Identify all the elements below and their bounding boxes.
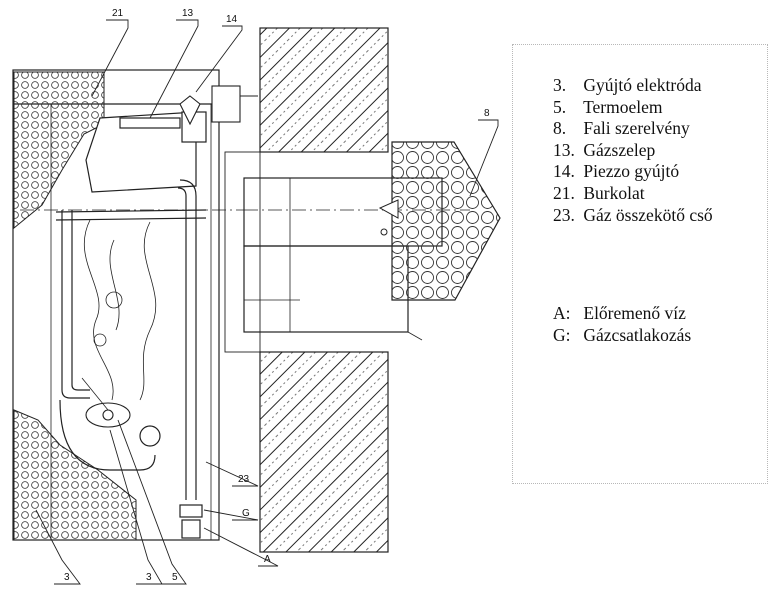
leader-lines — [35, 19, 499, 585]
callout-23: 23 — [238, 474, 250, 485]
callout-14: 14 — [226, 14, 238, 25]
connections-legend: A: Előremenő víz G: Gázcsatlakozás — [553, 303, 691, 346]
callout-8: 8 — [484, 108, 490, 119]
flame-chamber — [84, 219, 157, 401]
flue-tube — [20, 177, 470, 341]
burner-electrode — [81, 377, 131, 428]
wall-terminal-grille — [391, 141, 501, 301]
legend-item: 14. Piezzo gyújtó — [553, 161, 680, 182]
legend-item: G: Gázcsatlakozás — [553, 324, 692, 345]
insulation-bottom — [13, 409, 137, 541]
callout-21: 21 — [112, 8, 124, 19]
legend-item: 21. Burkolat — [553, 182, 645, 203]
callout-3-center: 3 — [146, 572, 152, 583]
callout-a: A — [264, 554, 271, 565]
parts-legend: 3. Gyújtó elektróda 5. Termoelem 8. Fali… — [553, 75, 713, 226]
piezo-igniter — [179, 85, 258, 126]
legend-item: 5. Termoelem — [553, 96, 663, 117]
legend-item: A: Előremenő víz — [553, 303, 686, 323]
tube-fitting — [378, 199, 399, 236]
legend-item: 23. Gáz összekötő cső — [553, 204, 713, 225]
insulation-top — [13, 71, 105, 230]
legend-item: 13. Gázszelep — [553, 139, 656, 160]
callout-13: 13 — [182, 8, 194, 19]
legend-box: 3. Gyújtó elektróda 5. Termoelem 8. Fali… — [512, 44, 768, 484]
legend-item: 8. Fali szerelvény — [553, 118, 690, 139]
callout-3-left: 3 — [64, 572, 70, 583]
gas-valve — [55, 111, 207, 221]
callout-g: G — [242, 508, 250, 519]
wall-section — [224, 27, 389, 553]
pipework — [59, 179, 203, 539]
callout-5: 5 — [172, 572, 178, 583]
legend-item: 3. Gyújtó elektróda — [553, 75, 702, 95]
